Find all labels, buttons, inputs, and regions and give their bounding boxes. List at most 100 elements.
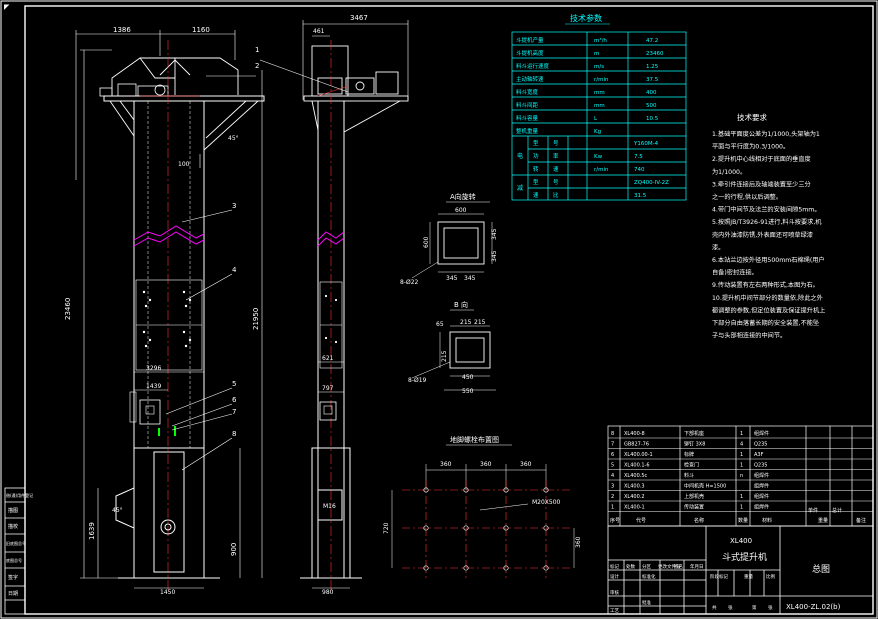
left-row-0: 借(通)用件登记 — [6, 492, 33, 498]
tech-req-line: 壳内外油漆防锈,外表面还可喷草绿漆 — [712, 231, 813, 239]
title-code: XL400 — [730, 537, 752, 545]
title-role2: 阶段标记 — [710, 573, 728, 580]
title-role: 标记 — [610, 563, 619, 570]
tech-param-unit: r/min — [594, 77, 609, 83]
tech-param-value: 23460 — [646, 51, 664, 57]
balloon-4: 4 — [232, 266, 237, 274]
left-row-3: 旧底图总号 — [6, 540, 26, 546]
view-b-holes: 8-Ø19 — [408, 377, 427, 384]
view-a-title: A向旋转 — [450, 192, 476, 201]
view-b-dim-550: 550 — [462, 388, 474, 395]
parts-code: XL400.1-6 — [624, 463, 650, 469]
tech-param-value: 10.5 — [646, 116, 659, 122]
balloon-3: 3 — [232, 202, 236, 210]
parts-header-cell: 总计 — [832, 507, 842, 514]
tech-param-value: 500 — [646, 103, 657, 109]
tech-param-name: 斗提机产量 — [516, 36, 544, 44]
dim-1160: 1160 — [192, 26, 210, 34]
dim-3296: 3296 — [146, 365, 161, 372]
parts-header-cell: 重量 — [818, 517, 828, 524]
drive-param-value: Y160M-4 — [633, 141, 659, 147]
view-b-dim-65: 65 — [436, 321, 444, 328]
view-a-dim-345-b: 345 — [464, 275, 476, 282]
parts-material: 组焊件 — [754, 472, 769, 479]
parts-material: A3F — [754, 452, 764, 458]
dim-45-a: 45° — [112, 507, 123, 514]
drive-param-a: 速 — [533, 192, 539, 199]
title-name: 斗式提升机 — [722, 551, 767, 563]
dim-797: 797 — [322, 385, 334, 392]
parts-no: 1 — [611, 505, 614, 511]
tech-param-unit: m — [594, 51, 599, 57]
left-row-6: 日期 — [8, 591, 18, 597]
parts-material: 组焊件 — [754, 493, 769, 500]
parts-no: 4 — [611, 473, 614, 479]
tech-req-line: 2.提升机中心线相对于底面的垂直度 — [712, 155, 811, 163]
drive-group-reducer: 减 — [517, 184, 523, 192]
parts-material: 组焊件 — [754, 504, 769, 511]
view-a-dim-345-c: 345 — [491, 228, 498, 240]
side-break-line — [317, 231, 345, 241]
parts-header-cell: 数量 — [738, 517, 748, 524]
tech-req-line: 平面与平行度为0.3/1000。 — [712, 143, 789, 151]
tech-param-name: 料斗运行速度 — [516, 62, 550, 70]
tech-param-value: 47.2 — [646, 38, 658, 44]
view-b-dim-450: 450 — [462, 374, 474, 381]
parts-qty: 1 — [740, 431, 743, 437]
left-row-4: 底图总号 — [6, 557, 22, 563]
front-platform — [103, 95, 265, 102]
tech-params-title: 技术参数 — [570, 13, 602, 23]
title-role3: 工艺 — [610, 608, 619, 614]
title-role: 年月日 — [690, 563, 704, 570]
title-role2: 比例 — [766, 573, 775, 580]
balloon-1: 1 — [255, 46, 259, 54]
tech-req-line: 子与头部相连接的中间节。 — [712, 332, 786, 340]
drive-param-a: 型 — [533, 178, 539, 186]
tech-param-value: 1.25 — [646, 64, 659, 70]
drive-param-b: 率 — [553, 152, 559, 160]
title-role3: 审核 — [610, 589, 619, 596]
tech-req-line: 9.传动装置有左右两种形式,本图为右。 — [712, 281, 819, 289]
tech-param-unit: mm — [594, 90, 605, 96]
tech-param-unit: L — [594, 116, 598, 122]
parts-material: Q235 — [754, 463, 767, 469]
parts-qty: 1 — [740, 452, 743, 458]
dim-m16: M16 — [323, 503, 336, 510]
tech-req-line: 6.本站兰边按外径用500mm石棉绳(用户 — [712, 256, 825, 264]
bolt-dim-360-a: 360 — [440, 461, 452, 468]
parts-name: 检查门 — [684, 462, 699, 469]
view-b-dim-215-a: 215 — [460, 319, 472, 326]
bolt-dim-360-d: 360 — [575, 536, 582, 548]
view-a-dim-345-d: 345 — [491, 250, 498, 262]
parts-header-cell: 序号 — [610, 517, 620, 524]
drive-param-b: 号 — [553, 140, 559, 147]
dim-23460: 23460 — [64, 298, 72, 320]
bolt-dim-720: 720 — [383, 522, 390, 534]
dim-3467: 3467 — [350, 14, 368, 22]
dim-45-b: 45° — [228, 135, 239, 142]
dim-900: 900 — [230, 543, 238, 556]
inner-border — [24, 5, 874, 615]
title-role3: 批准 — [642, 599, 651, 606]
tech-param-name: 料斗间距 — [516, 101, 539, 109]
parts-no: 2 — [611, 494, 614, 500]
title-role3: 第 — [752, 604, 757, 611]
view-b-dim-215-b: 215 — [474, 319, 486, 326]
drive-param-b: 速 — [553, 166, 559, 173]
parts-no: 7 — [611, 442, 614, 448]
title-role2: 标准化 — [642, 573, 656, 580]
balloon-2: 2 — [255, 62, 259, 70]
title-role3: 共 — [712, 604, 717, 611]
tech-req-line: 为1/1000。 — [712, 168, 746, 176]
parts-code: XL400.5c — [624, 473, 648, 479]
tech-param-value: 37.5 — [646, 77, 659, 83]
dim-461: 461 — [313, 28, 325, 35]
parts-material: 组焊件 — [754, 430, 769, 437]
parts-qty: 1 — [740, 494, 743, 500]
front-bucket-markers — [142, 290, 192, 348]
front-view: 1386 1160 — [64, 26, 265, 596]
left-registration-block — [4, 487, 26, 615]
front-inspection-door — [139, 399, 161, 425]
parts-name: 料斗 — [684, 472, 694, 479]
